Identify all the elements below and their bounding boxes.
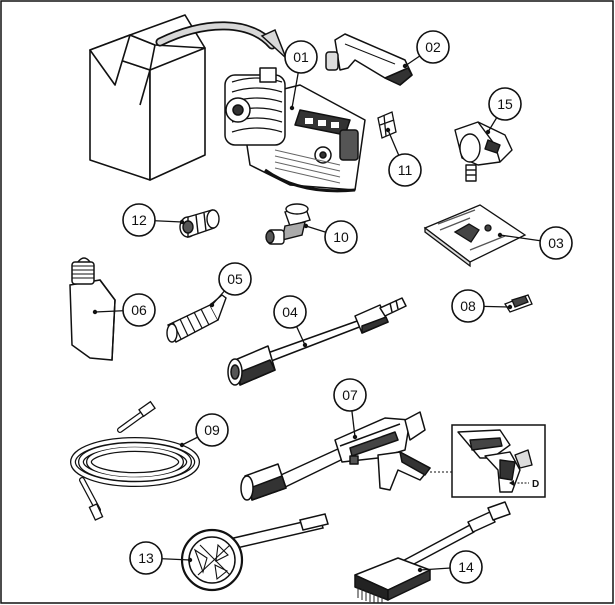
callout-leader-dot: [497, 232, 503, 238]
callout-leader-dot: [209, 302, 215, 308]
trigger-lock-detail: D: [451, 424, 546, 498]
callout-leader-dot: [302, 342, 308, 348]
callout-number: 12: [131, 212, 147, 228]
callouts: 01 02 03 04 05 06 07 08 09 10 11 12 13 14 15: [92, 30, 573, 584]
tap-adapter-part-10: [265, 203, 311, 245]
callout-number: 08: [460, 298, 476, 314]
callout-circle: [388, 153, 422, 187]
callout-leader-dot: [303, 223, 309, 229]
callout-07: 07: [333, 378, 367, 440]
callout-leader-dot: [385, 127, 391, 133]
callout-09: 09: [179, 413, 229, 448]
unboxing-arrow-icon: [155, 21, 287, 59]
callout-08: 08: [451, 289, 513, 323]
callout-circle: [449, 550, 483, 584]
callout-circle: [416, 30, 450, 64]
callout-circle: [324, 220, 358, 254]
callout-number: 05: [227, 271, 243, 287]
callout-leader-dot: [179, 442, 185, 448]
callout-04: 04: [273, 295, 308, 348]
callout-circle: [122, 293, 156, 327]
callout-leader-dot: [187, 557, 193, 563]
high-pressure-hose-part: [70, 400, 200, 521]
callout-10: 10: [303, 220, 358, 254]
callout-leader-dot: [92, 309, 98, 315]
callout-number: 11: [398, 162, 413, 178]
callout-number: 09: [204, 422, 220, 438]
callout-number: 14: [458, 559, 474, 575]
callout-15: 15: [485, 87, 522, 135]
callout-number: 04: [282, 304, 298, 320]
callout-number: 07: [342, 387, 358, 403]
callout-12: 12: [122, 203, 185, 237]
callout-01: 01: [284, 40, 318, 111]
filter-part-05: [166, 294, 227, 343]
callout-circle: [539, 226, 573, 260]
callout-circle: [218, 262, 252, 296]
callout-03: 03: [497, 226, 573, 260]
callout-circle: [129, 541, 163, 575]
callout-number: 15: [497, 96, 513, 112]
callout-number: 01: [293, 49, 309, 65]
callout-06: 06: [92, 293, 156, 327]
adapter-part-12: [179, 209, 220, 238]
callout-circle: [488, 87, 522, 121]
handle-part: [325, 33, 413, 86]
callout-leader-dot: [289, 105, 295, 111]
callout-number: 03: [548, 235, 564, 251]
callout-circle: [195, 413, 229, 447]
callout-number: 13: [138, 550, 154, 566]
callout-05: 05: [209, 262, 252, 308]
rotary-brush-part: [180, 513, 329, 592]
instruction-manual-part: [423, 204, 527, 268]
callout-number: 06: [131, 302, 147, 318]
flat-brush-part: [354, 501, 511, 603]
spray-lance-part: [227, 297, 407, 386]
callout-13: 13: [129, 541, 193, 575]
callout-02: 02: [402, 30, 450, 69]
hose-reel-connector-part: [454, 121, 513, 182]
spray-gun-part: [240, 411, 431, 501]
callout-circle: [122, 203, 156, 237]
callout-leader-dot: [507, 304, 513, 310]
callout-circle: [333, 378, 367, 412]
callout-number: 10: [333, 229, 349, 245]
callout-leader-dot: [352, 434, 358, 440]
callout-circle: [273, 295, 307, 329]
hose-clip-part: [377, 111, 397, 139]
pressure-washer-main-unit: [224, 67, 366, 193]
shipping-box-illustration: [89, 14, 206, 181]
callout-number: 02: [425, 39, 441, 55]
callout-leader-dot: [485, 129, 491, 135]
detergent-bottle-part: [69, 257, 116, 361]
callout-circle: [451, 289, 485, 323]
callout-leader-dot: [417, 567, 423, 573]
detail-label-d: D: [532, 479, 539, 490]
callout-leader-dot: [402, 63, 408, 69]
callout-14: 14: [417, 550, 483, 584]
callout-leader-dot: [179, 219, 185, 225]
callout-11: 11: [385, 127, 422, 187]
callout-circle: [284, 40, 318, 74]
